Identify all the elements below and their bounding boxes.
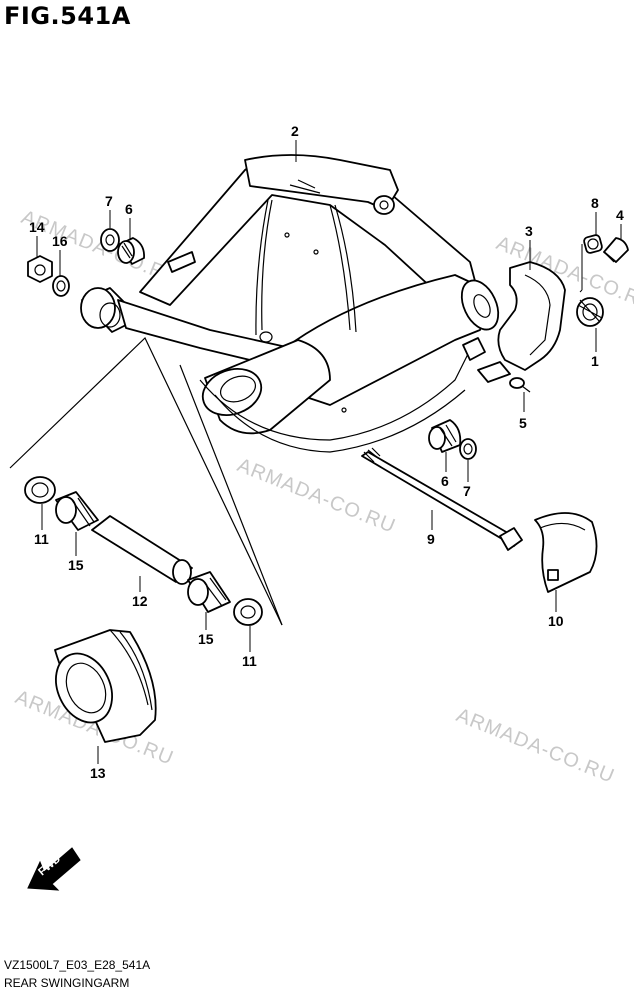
- callout-14: 14: [29, 219, 45, 235]
- callout-7-top: 7: [105, 193, 113, 209]
- callout-13: 13: [90, 765, 106, 781]
- callout-10: 10: [548, 613, 564, 629]
- figure-title: FIG.541A: [4, 2, 131, 30]
- parts-1-8-4: [509, 234, 629, 393]
- bracket-part-3: [477, 261, 566, 383]
- callout-15-left: 15: [68, 557, 84, 573]
- watermark-5: ARMADA-CO.RU: [453, 704, 618, 788]
- callouts: 2 7 6 14 16 3 8 4 1 5 6 7 9 10 11 15 12 …: [29, 123, 624, 781]
- callout-7-mid: 7: [463, 483, 471, 499]
- footer-name: REAR SWINGINGARM: [4, 976, 130, 990]
- callout-16: 16: [52, 233, 68, 249]
- callout-3: 3: [525, 223, 533, 239]
- callout-5: 5: [519, 415, 527, 431]
- watermark-3: ARMADA-CO.RU: [234, 454, 399, 538]
- boot-13: [54, 629, 157, 743]
- callout-12: 12: [132, 593, 148, 609]
- left-small-parts: [27, 228, 145, 297]
- lower-bushings-6-7: [428, 419, 477, 460]
- callout-4: 4: [616, 207, 624, 223]
- guard-10: [534, 512, 598, 593]
- callout-11-right: 11: [242, 653, 257, 669]
- leader-lines: [36, 140, 622, 764]
- swingarm-frame: [80, 154, 500, 453]
- footer-code: VZ1500L7_E03_E28_541A: [4, 958, 151, 972]
- exploded-guide-lines: [9, 336, 283, 626]
- callout-2: 2: [291, 123, 299, 139]
- exploded-parts: [24, 476, 263, 626]
- callout-6-mid: 6: [441, 473, 449, 489]
- callout-11-left: 11: [34, 531, 49, 547]
- callout-15-right: 15: [198, 631, 214, 647]
- callout-9: 9: [427, 531, 435, 547]
- callout-1: 1: [591, 353, 599, 369]
- fwd-arrow: FWD: [27, 847, 81, 891]
- callout-6-top: 6: [125, 201, 133, 217]
- pivot-shaft-9: [361, 447, 523, 551]
- callout-8: 8: [591, 195, 599, 211]
